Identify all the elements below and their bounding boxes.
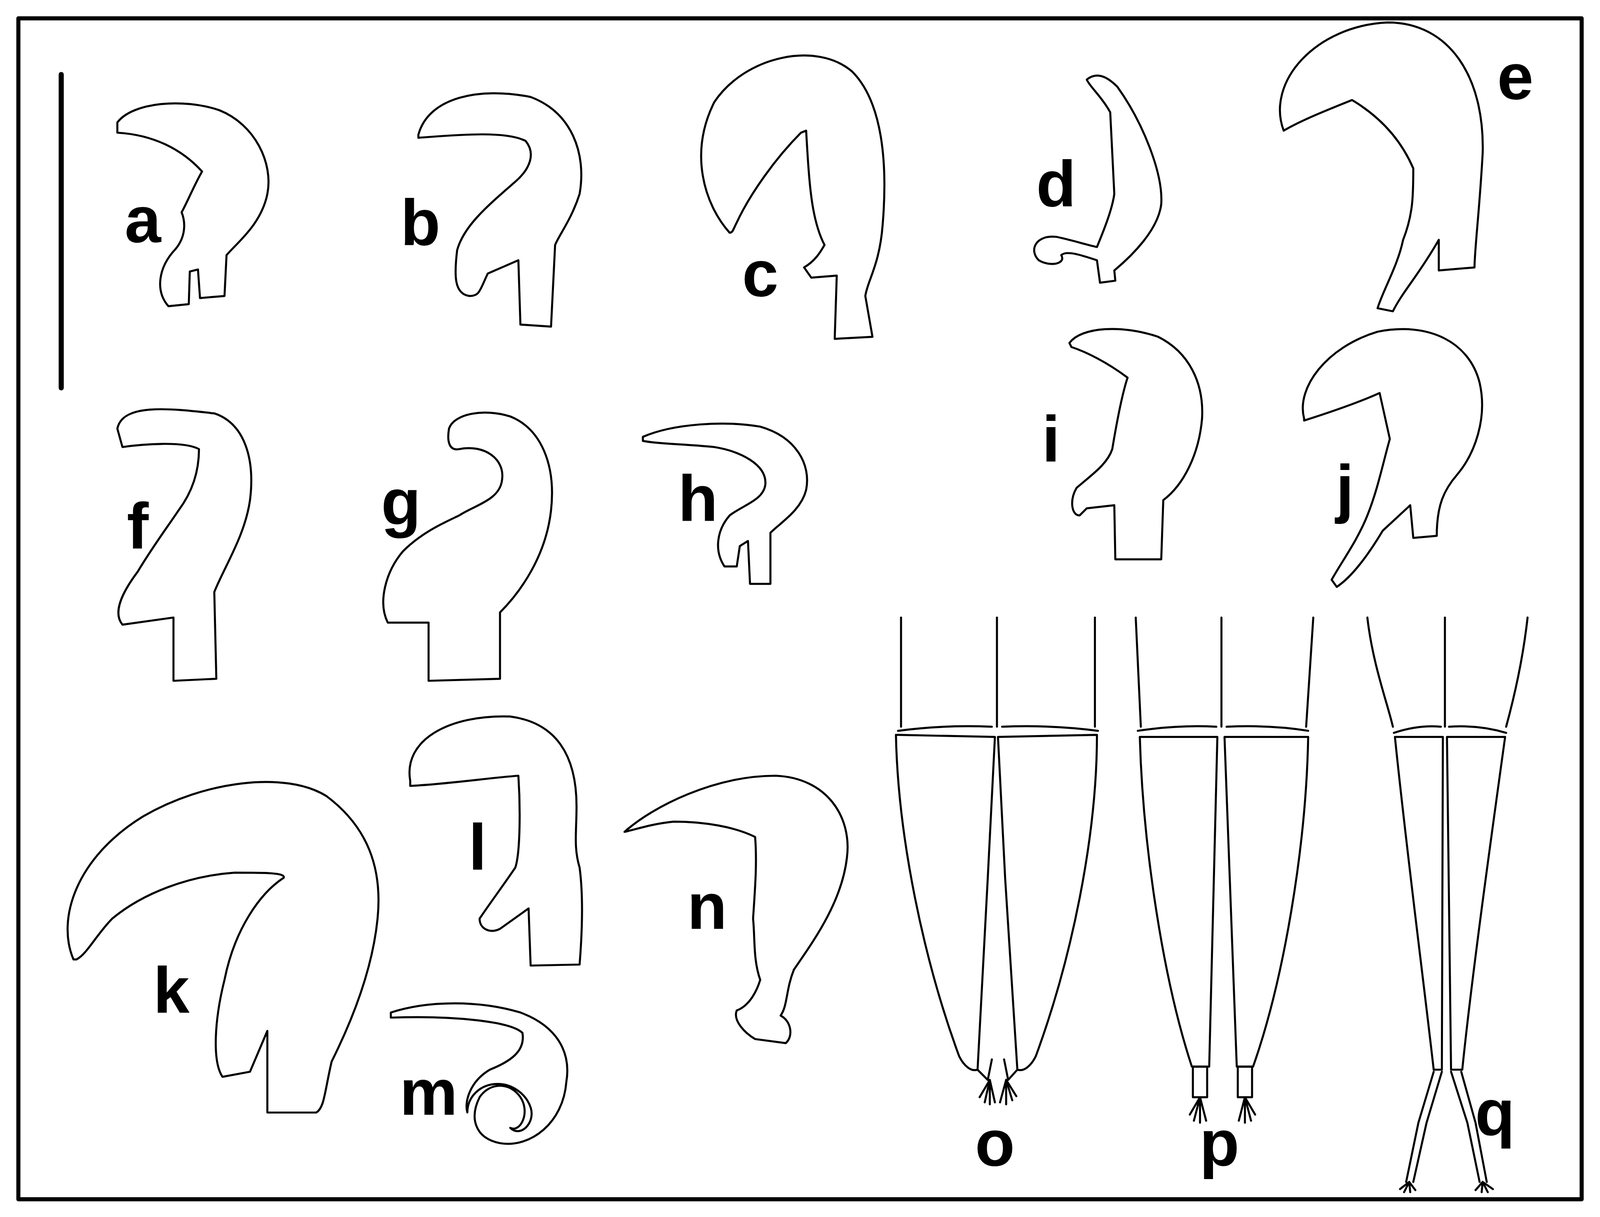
panel-letter: j [1335,455,1354,521]
scale-bar [58,74,64,388]
caudal-ramus-drawing [1135,617,1314,1123]
hook-outline [1302,328,1483,587]
hook-outline [390,1003,568,1144]
hook-outline [642,423,808,585]
hook-outline [1069,328,1203,560]
panel-letter: h [678,465,718,531]
hook-outline [624,775,848,1044]
hook-outline [409,716,582,966]
panel-letter: a [124,186,162,252]
panel-letter: o [975,1110,1016,1176]
panel-letter: k [153,957,190,1023]
panel-letter: m [399,1059,458,1125]
caudal-ramus-drawing [1367,617,1528,1192]
panel-letter: n [687,873,728,939]
hook-outline [383,412,552,681]
hook-outline [117,409,252,681]
panel-letter: f [126,492,149,559]
panel-letter: b [400,189,441,255]
panel-letter: g [381,469,422,535]
hook-outline [701,55,885,339]
panel-letter: c [741,240,779,306]
hook-outline [1034,75,1162,283]
hook-outline [67,781,379,1113]
panel-letter: q [1475,1079,1516,1145]
hook-outline [117,103,269,307]
panel-letter: d [1036,150,1077,216]
panel-letter: p [1199,1110,1240,1176]
frame [18,18,1582,1200]
panel-letter: l [468,814,487,880]
hook-outline [1279,22,1483,312]
panel-letter: e [1497,43,1534,109]
caudal-ramus-drawing [896,617,1098,1105]
panel-letter: i [1041,405,1061,472]
hook-outline [418,93,582,327]
